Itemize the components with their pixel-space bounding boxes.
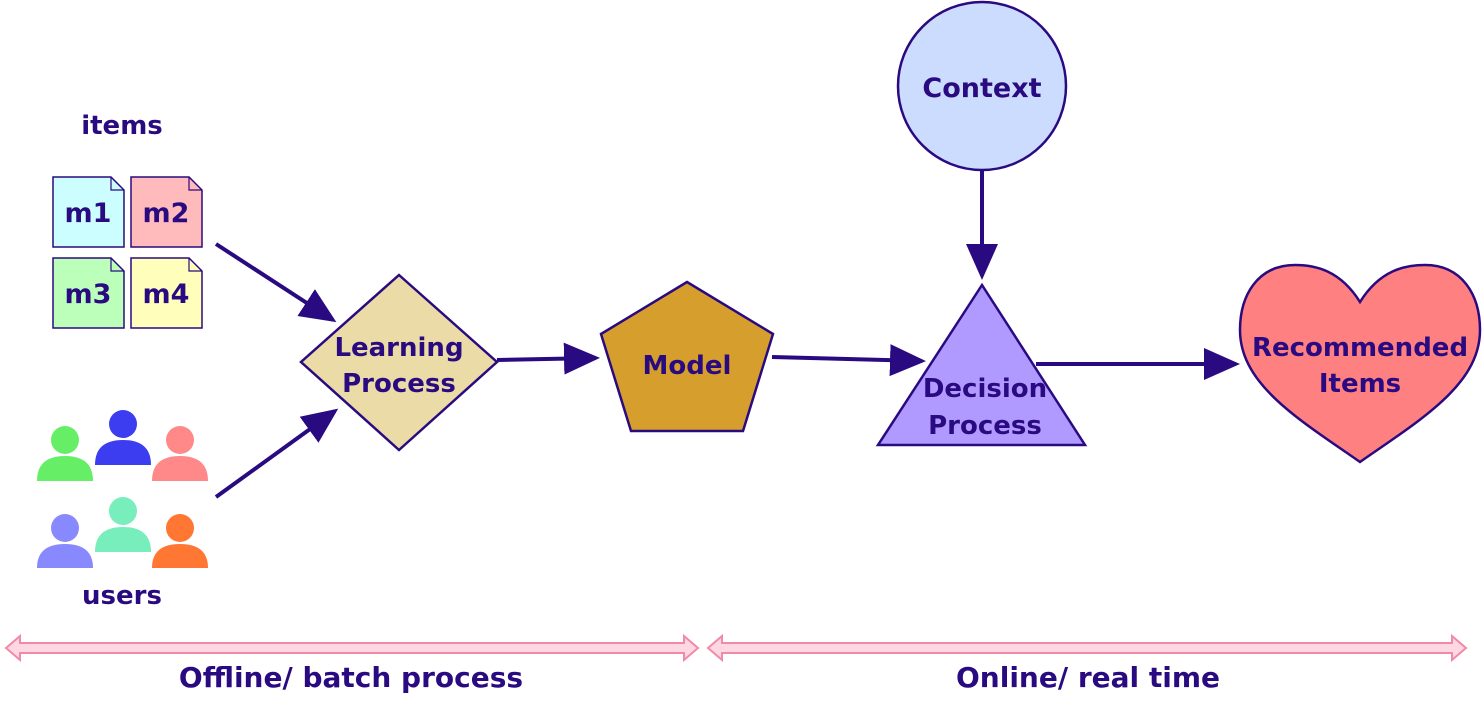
decision-label-line2: Process xyxy=(928,411,1042,441)
user-icon xyxy=(95,497,151,552)
recommended-label-line1: Recommended xyxy=(1252,333,1468,363)
offline-timeline-arrow xyxy=(4,633,700,663)
item-label: m3 xyxy=(65,279,112,310)
heart-shape xyxy=(1238,263,1482,464)
doc-fold xyxy=(110,258,124,272)
recommended-items-node: Recommended Items xyxy=(1238,263,1482,464)
item-doc-m4: m4 xyxy=(130,257,203,329)
decision-label-line1: Decision xyxy=(923,374,1047,404)
recommended-label-line2: Items xyxy=(1319,369,1401,399)
user-icon xyxy=(152,426,208,481)
item-label: m2 xyxy=(143,198,190,229)
user-icon xyxy=(152,514,208,568)
user-icon xyxy=(95,410,151,465)
learning-label-line1: Learning xyxy=(334,333,463,363)
item-doc-m2: m2 xyxy=(130,176,203,248)
context-label: Context xyxy=(922,73,1041,104)
items-to-learning-arrow xyxy=(214,242,337,323)
model-label: Model xyxy=(643,351,732,381)
item-label: m1 xyxy=(65,198,112,229)
users-to-learning-arrow xyxy=(214,408,339,499)
decision-process-node: Decision Process xyxy=(875,282,1088,447)
user-icon xyxy=(37,514,93,568)
learning-label-line2: Process xyxy=(342,369,456,399)
doc-fold xyxy=(110,177,124,191)
item-label: m4 xyxy=(143,279,190,310)
pentagon-shape xyxy=(599,280,775,433)
doc-shape xyxy=(52,257,125,329)
items-label: items xyxy=(81,111,163,141)
model-to-decision-arrow xyxy=(771,344,926,377)
online-label: Online/ real time xyxy=(956,661,1220,694)
learning-to-model-arrow xyxy=(496,342,600,375)
doc-shape xyxy=(130,257,203,329)
context-node: Context xyxy=(896,0,1068,172)
user-icon xyxy=(37,426,93,481)
diamond-shape xyxy=(299,273,499,452)
doc-shape xyxy=(52,176,125,248)
learning-process-node: Learning Process xyxy=(299,273,499,452)
offline-label: Offline/ batch process xyxy=(179,661,523,694)
doc-shape xyxy=(130,176,203,248)
users-label: users xyxy=(82,581,162,611)
online-timeline-arrow xyxy=(706,633,1468,663)
doc-fold xyxy=(188,177,202,191)
item-doc-m3: m3 xyxy=(52,257,125,329)
item-doc-m1: m1 xyxy=(52,176,125,248)
model-node: Model xyxy=(599,280,775,433)
triangle-shape xyxy=(875,282,1088,447)
doc-fold xyxy=(188,258,202,272)
